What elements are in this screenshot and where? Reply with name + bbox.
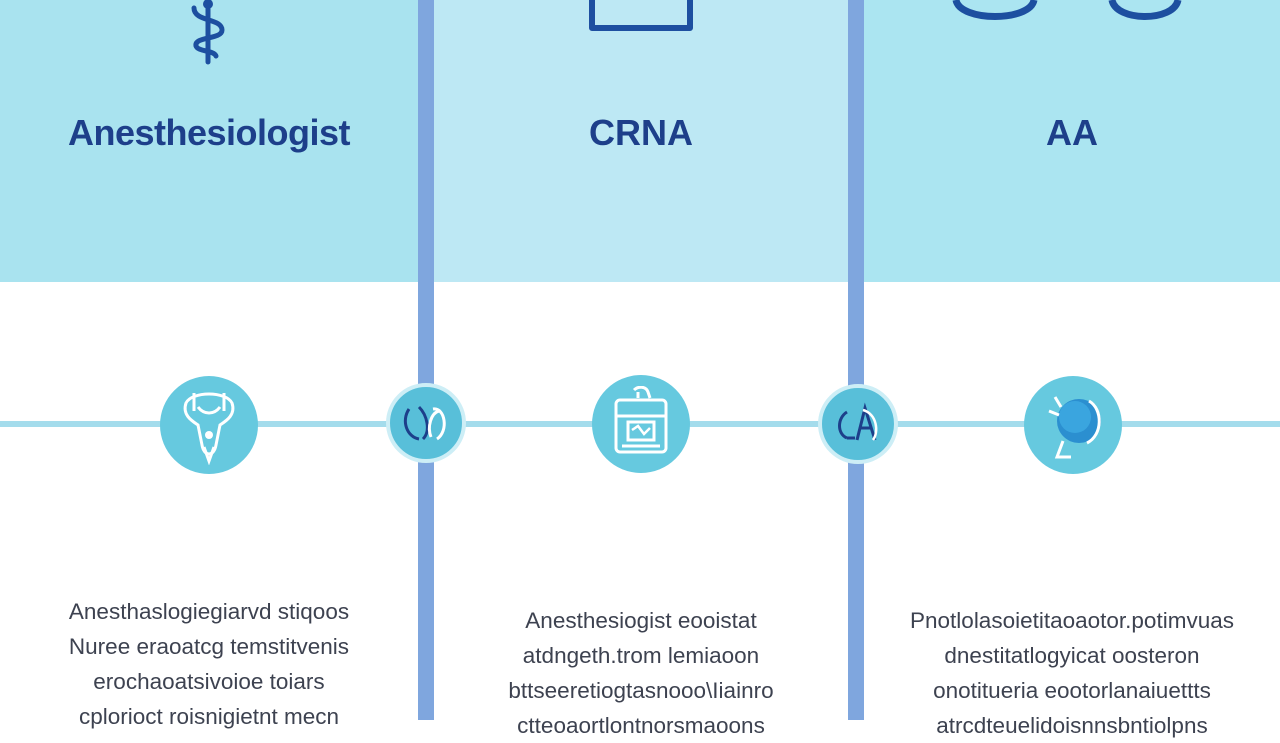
description-line: bttseeretiogtasnooo\Iiainro [508, 678, 774, 703]
description-line: erochaoatsivoioe toiars [93, 669, 325, 694]
title-anesthesiologist: Anesthesiologist [67, 112, 351, 153]
monitor-icon [592, 375, 690, 473]
description-line: Anesthesiogist eooistat [525, 608, 757, 633]
description-line: ctteoaortlontnorsmaoons [517, 713, 765, 738]
description-crna: Anesthesiogist eooistat atdngeth.trom le… [434, 603, 848, 743]
description-line: dnestitatlogyicat oosteron [944, 643, 1200, 668]
caduceus-icon [186, 0, 230, 66]
description-line: cplorioct roisnigietnt mecn [78, 704, 340, 729]
description-line: atrcdteuelidoisnnsbntiolpns [936, 713, 1208, 738]
ca-connector-icon [818, 384, 898, 464]
header-band-aa [864, 0, 1280, 282]
description-anesthesiologist: Anesthaslogiegiarvd stiqoos Nuree eraoat… [0, 594, 418, 734]
description-line: Anesthaslogiegiarvd stiqoos [68, 599, 350, 624]
column-divider [418, 0, 434, 720]
ac-connector-icon [386, 383, 466, 463]
mask-icon [1024, 376, 1122, 474]
header-band-crna [434, 0, 848, 282]
title-aa: AA [1046, 112, 1098, 153]
description-line: Pnotlolasoietitaoaotor.potimvuas [910, 608, 1234, 633]
description-aa: Pnotlolasoietitaoaotor.potimvuas dnestit… [864, 603, 1280, 743]
stethoscope-icon [950, 0, 1190, 26]
anatomy-icon [160, 376, 258, 474]
title-crna: CRNA [589, 112, 693, 153]
column-divider [848, 0, 864, 720]
description-line: onotitueria eootorlanaiuettts [933, 678, 1211, 703]
description-line: atdngeth.trom lemiaoon [522, 643, 760, 668]
description-line: Nuree eraoatcg temstitvenis [68, 634, 350, 659]
clipboard-icon [588, 0, 694, 32]
